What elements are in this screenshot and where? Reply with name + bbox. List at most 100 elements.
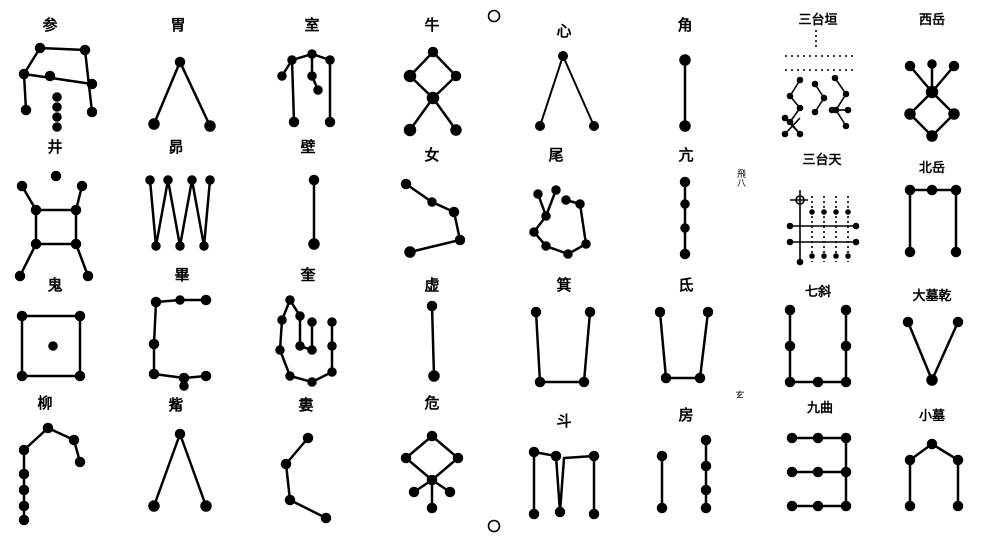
star bbox=[405, 125, 415, 135]
star bbox=[405, 71, 415, 81]
constellation-wei: 胃 bbox=[150, 16, 215, 131]
constellation-zi: 觜 bbox=[150, 396, 211, 511]
label-damu: 大墓乾 bbox=[912, 288, 951, 304]
star bbox=[150, 120, 159, 129]
constellation-mao: 昴 bbox=[147, 138, 214, 250]
constellation-lou: 婁 bbox=[282, 396, 330, 522]
label-fang: 房 bbox=[678, 406, 693, 424]
star bbox=[81, 46, 89, 54]
constellation-xiyue: 西岳 bbox=[906, 13, 959, 141]
star bbox=[327, 57, 334, 64]
marginal-note: 𤣥 bbox=[735, 390, 744, 401]
star bbox=[289, 57, 296, 64]
star bbox=[54, 124, 61, 131]
open-circle-marker bbox=[489, 521, 500, 532]
constellation-qixie: 七斜 bbox=[786, 284, 850, 386]
star bbox=[290, 118, 298, 126]
constellation-xin: 心 bbox=[536, 22, 598, 130]
star bbox=[590, 122, 598, 130]
star bbox=[452, 72, 460, 80]
label-kui: 奎 bbox=[299, 266, 316, 284]
constellation-dou: 斗 bbox=[530, 412, 598, 518]
star bbox=[36, 44, 44, 52]
label-jing: 井 bbox=[47, 138, 62, 156]
constellation-jiao: 角 bbox=[677, 16, 692, 131]
constellation-nv: 女 bbox=[402, 146, 464, 257]
constellation-kang: 亢 bbox=[678, 146, 693, 258]
constellation-fang: 房 bbox=[658, 406, 710, 512]
star bbox=[452, 126, 461, 135]
label-bi: 壁 bbox=[300, 138, 315, 156]
constellation-santai-yuan: 三台垣 bbox=[783, 12, 856, 137]
label-xin: 心 bbox=[556, 22, 571, 40]
label-qixie: 七斜 bbox=[805, 284, 831, 300]
constellation-jing: 井 bbox=[16, 138, 92, 280]
constellation-di: 氐 bbox=[656, 276, 712, 382]
label-beiyue: 北岳 bbox=[919, 161, 945, 176]
star bbox=[54, 114, 61, 121]
label-can: 参 bbox=[42, 16, 58, 34]
constellation-xiaomu: 小墓 bbox=[906, 408, 962, 510]
star bbox=[22, 106, 30, 114]
constellation-santai-tian: 三台天 bbox=[788, 152, 859, 265]
marginal-note-feiba: 飛八 bbox=[735, 169, 746, 187]
star bbox=[20, 70, 28, 78]
constellation-xu: 虚 bbox=[424, 276, 439, 381]
star bbox=[88, 80, 96, 88]
star bbox=[429, 48, 437, 56]
label-bi-net: 畢 bbox=[174, 266, 189, 284]
constellation-kui: 奎 bbox=[277, 266, 336, 386]
star bbox=[279, 73, 286, 80]
star bbox=[309, 73, 316, 80]
constellation-damu: 大墓乾 bbox=[904, 288, 962, 385]
constellation-beiyue: 北岳 bbox=[906, 161, 960, 256]
star bbox=[559, 52, 567, 60]
label-kang: 亢 bbox=[678, 146, 693, 164]
constellation-ji: 箕 bbox=[532, 276, 594, 386]
star bbox=[681, 56, 690, 65]
open-circle-marker bbox=[489, 11, 500, 22]
constellation-shi: 室 bbox=[279, 16, 335, 126]
constellation-niu: 牛 bbox=[405, 16, 461, 135]
star bbox=[176, 58, 184, 66]
label-niu: 牛 bbox=[424, 16, 439, 34]
label-wei-tail: 尾 bbox=[548, 146, 563, 164]
label-ji: 箕 bbox=[555, 276, 571, 294]
constellation-wei-danger: 危 bbox=[402, 394, 462, 512]
star bbox=[54, 104, 61, 111]
label-lou: 婁 bbox=[298, 396, 313, 414]
label-xiyue: 西岳 bbox=[919, 13, 945, 28]
constellation-liu: 柳 bbox=[20, 394, 84, 524]
constellation-gui: 鬼 bbox=[18, 276, 84, 380]
label-gui: 鬼 bbox=[47, 276, 62, 294]
constellation-can: 参 bbox=[20, 16, 96, 131]
star bbox=[315, 87, 322, 94]
label-wei: 胃 bbox=[170, 16, 185, 34]
label-nv: 女 bbox=[424, 146, 439, 164]
constellation-wei-tail: 尾 bbox=[531, 146, 590, 258]
star bbox=[536, 122, 544, 130]
star bbox=[206, 122, 215, 131]
star bbox=[326, 118, 334, 126]
label-shi: 室 bbox=[304, 16, 319, 34]
label-wei-danger: 危 bbox=[424, 394, 439, 412]
star bbox=[309, 51, 316, 58]
label-di: 氐 bbox=[678, 276, 693, 294]
star bbox=[54, 94, 61, 101]
star bbox=[681, 122, 690, 131]
label-mao: 昴 bbox=[168, 138, 183, 156]
label-xu: 虚 bbox=[424, 276, 439, 294]
label-liu: 柳 bbox=[37, 394, 52, 412]
label-santai-yuan: 三台垣 bbox=[798, 12, 837, 28]
label-santai-tian: 三台天 bbox=[802, 152, 842, 168]
star bbox=[88, 108, 96, 116]
constellation-bi-net: 畢 bbox=[150, 266, 210, 390]
label-dou: 斗 bbox=[556, 412, 571, 430]
label-jiao: 角 bbox=[677, 16, 692, 34]
label-jiuqu: 九曲 bbox=[806, 400, 833, 416]
star bbox=[428, 93, 438, 103]
label-xiaomu: 小墓 bbox=[919, 408, 946, 424]
label-zi: 觜 bbox=[168, 396, 183, 414]
constellation-bi: 壁 bbox=[300, 138, 318, 249]
